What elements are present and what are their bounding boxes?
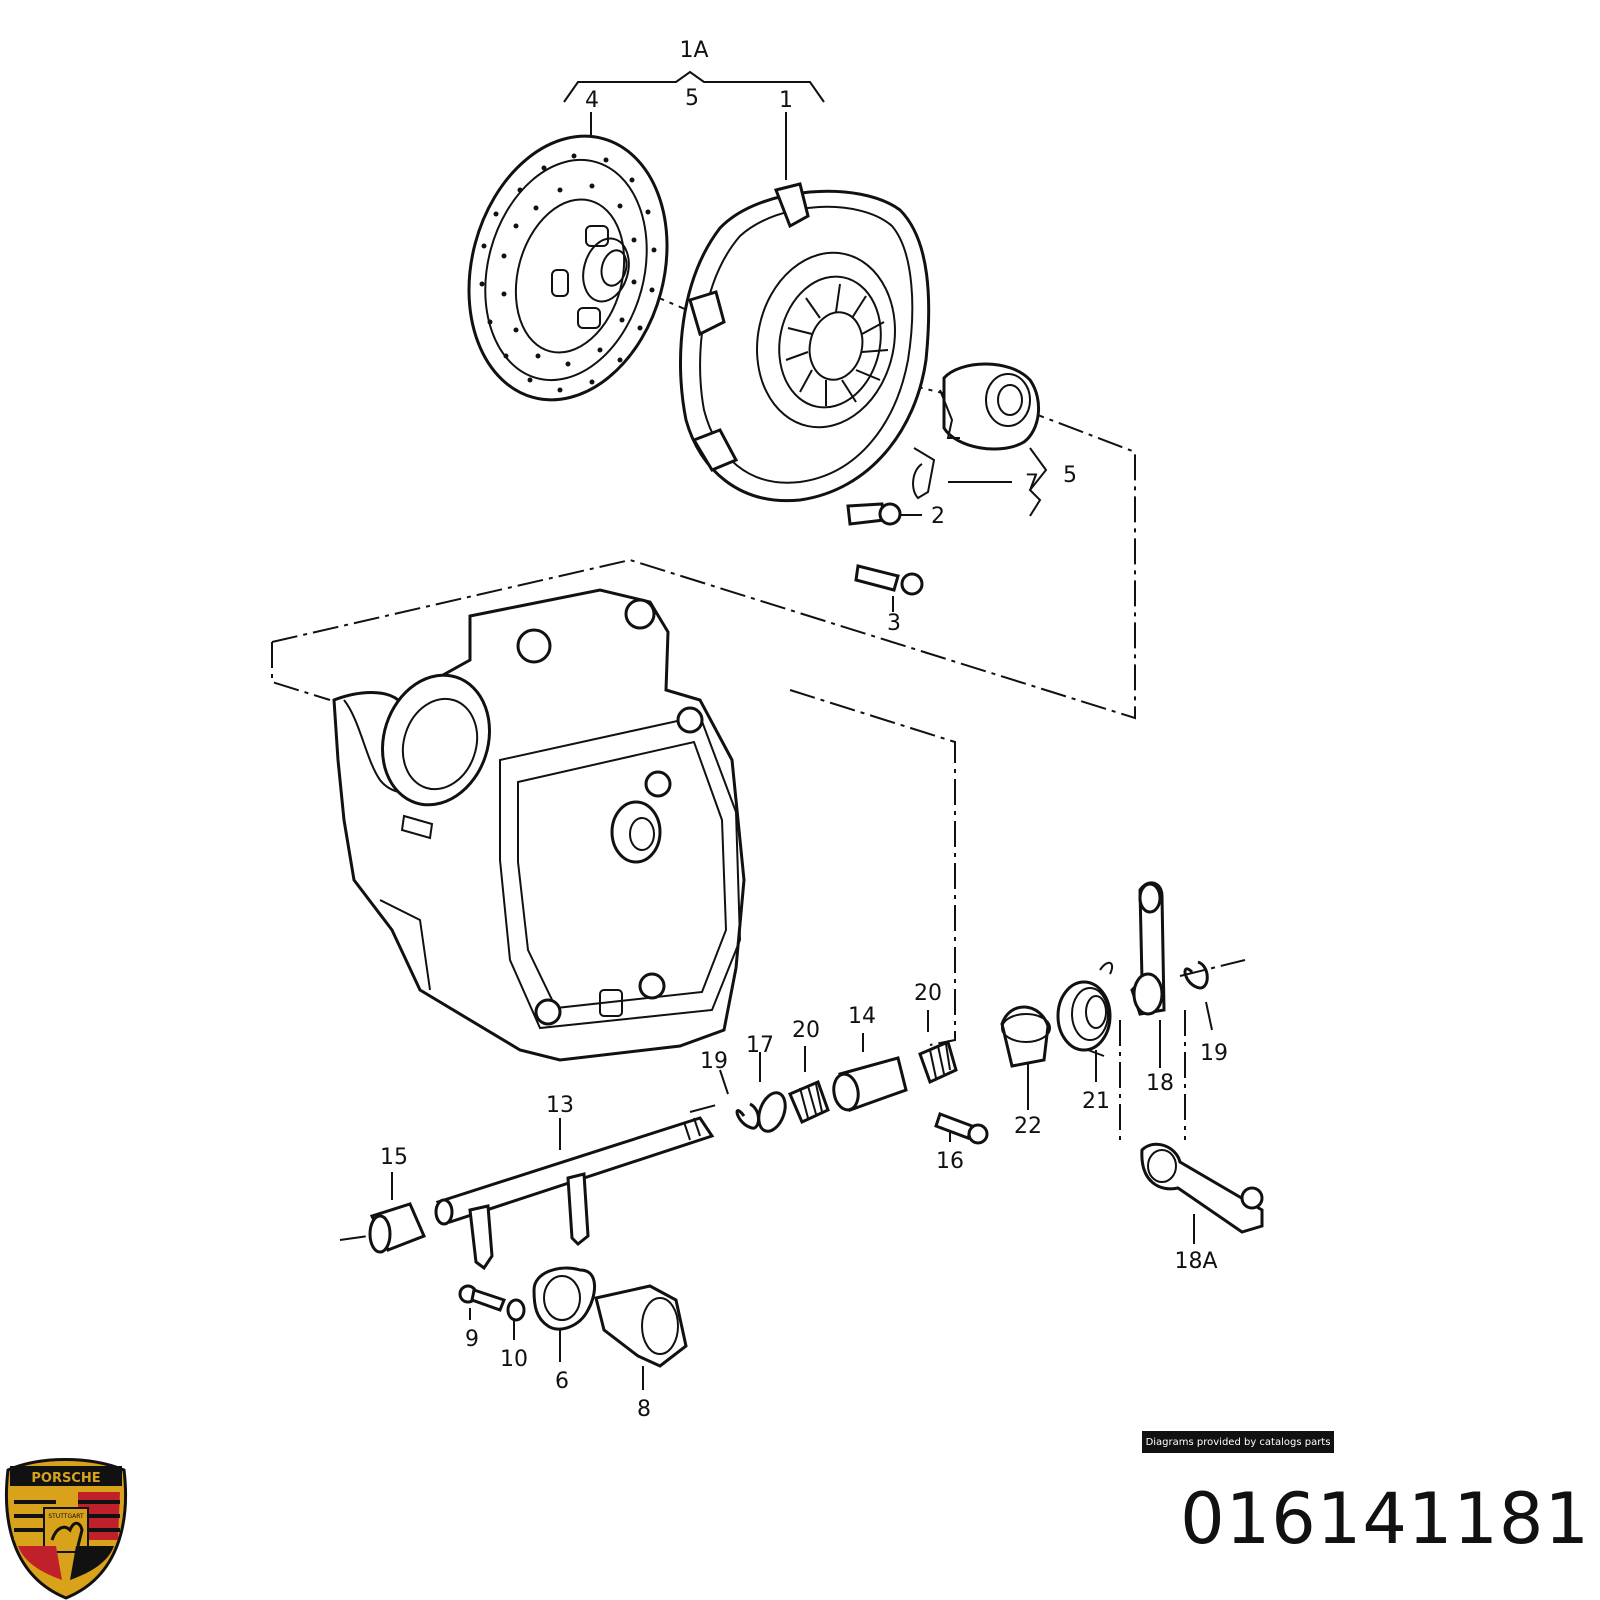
sleeve-14 — [832, 1056, 908, 1112]
guide-flange-8 — [594, 1284, 688, 1368]
bolt-2 — [846, 502, 902, 526]
clutch-disc — [467, 134, 669, 402]
release-lever-18a — [1140, 1142, 1264, 1234]
callout-16: 16 — [936, 1149, 964, 1174]
torsion-spring-21 — [1056, 961, 1114, 1057]
gasket-6 — [532, 1266, 596, 1331]
callout-4: 4 — [585, 88, 599, 113]
callout-18a: 18A — [1174, 1249, 1217, 1274]
callout-13: 13 — [546, 1093, 574, 1118]
cup-22 — [1000, 1005, 1051, 1068]
callout-9: 9 — [465, 1327, 479, 1352]
callout-5-top: 5 — [685, 86, 699, 111]
callout-22: 22 — [1014, 1114, 1042, 1139]
release-lever-18 — [1130, 881, 1166, 1016]
callout-17: 17 — [746, 1033, 774, 1058]
bushing-15 — [368, 1202, 427, 1254]
callout-10: 10 — [500, 1347, 528, 1372]
callout-15: 15 — [380, 1145, 408, 1170]
callout-labels: 1A 5 4 1 7 5 2 3 20 14 20 17 19 13 15 16… — [380, 38, 1228, 1422]
callout-14: 14 — [848, 1004, 876, 1029]
bolt-16 — [934, 1112, 989, 1145]
callout-20-right: 20 — [914, 981, 942, 1006]
spring-20-left — [788, 1079, 830, 1125]
pressure-plate — [679, 182, 931, 503]
release-shaft — [434, 1116, 715, 1271]
transmission-housing — [332, 588, 746, 1062]
callout-1a: 1A — [679, 38, 708, 63]
callout-5-right: 5 — [1063, 463, 1077, 488]
callout-21: 21 — [1082, 1089, 1110, 1114]
bolt-9 — [458, 1284, 506, 1312]
crest-wordmark: PORSCHE — [31, 1471, 100, 1486]
bolt-3 — [854, 564, 924, 596]
callout-1: 1 — [779, 88, 793, 113]
callout-8: 8 — [637, 1397, 651, 1422]
porsche-crest-logo: PORSCHE STUTTGART — [4, 1458, 128, 1600]
callout-7: 7 — [1025, 471, 1039, 496]
release-bearing — [912, 362, 1041, 500]
callout-19-right: 19 — [1200, 1041, 1228, 1066]
part-number: 016141181 — [1180, 1478, 1590, 1560]
diagram-credit-badge: Diagrams provided by catalogs parts — [1142, 1431, 1334, 1453]
callout-18: 18 — [1146, 1071, 1174, 1096]
callout-19-left: 19 — [700, 1049, 728, 1074]
circlip-19-left — [735, 1102, 760, 1130]
callout-3: 3 — [887, 611, 901, 636]
callout-20-left: 20 — [792, 1018, 820, 1043]
credit-text: Diagrams provided by catalogs parts — [1145, 1436, 1331, 1448]
spring-20-right — [918, 1039, 958, 1085]
callout-2: 2 — [931, 504, 945, 529]
callout-6: 6 — [555, 1369, 569, 1394]
washer-17 — [757, 1091, 787, 1133]
washer-10 — [506, 1298, 526, 1322]
circlip-19-right — [1183, 960, 1209, 990]
crest-city: STUTTGART — [48, 1513, 84, 1520]
